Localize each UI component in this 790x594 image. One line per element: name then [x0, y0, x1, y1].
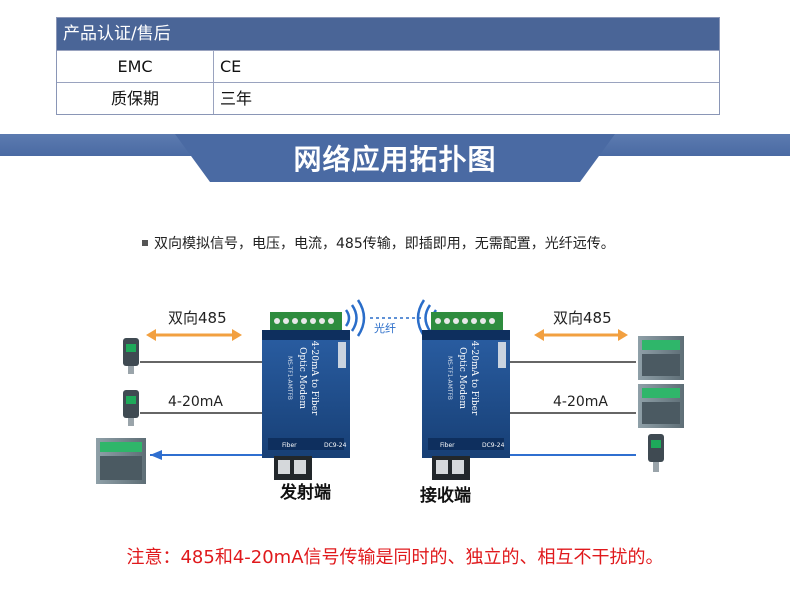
left-device-model: MS-TF1-AMTFB	[286, 356, 293, 400]
left-device-power-label: DC9-24	[324, 442, 347, 449]
right-fiber-modem	[422, 312, 510, 480]
transmitter-caption: 发射端	[280, 483, 331, 503]
plc-module-icon	[638, 384, 684, 428]
plc-module-icon	[96, 438, 146, 484]
left-fiber-modem	[262, 312, 350, 480]
right-485-label: 双向485	[553, 309, 612, 327]
right-device-power-label: DC9-24	[482, 442, 505, 449]
pressure-sensor-icon	[123, 338, 139, 374]
section-banner	[175, 134, 615, 182]
right-device-subtitle: Optic Modem	[457, 347, 467, 409]
right-device-port-label: Fiber	[440, 442, 455, 449]
note-text: 注意：485和4-20mA信号传输是同时的、独立的、相互不干扰的。	[126, 547, 664, 568]
left-420-label: 4-20mA	[168, 394, 223, 410]
spec-value: 三年	[220, 89, 253, 108]
spec-row-emc: EMC CE	[57, 50, 719, 82]
right-device-model: MS-TF1-AMTFB	[446, 356, 453, 400]
left-device-port-label: Fiber	[282, 442, 297, 449]
left-485-arrow	[146, 329, 242, 341]
plc-module-icon	[638, 336, 684, 380]
pressure-sensor-icon	[648, 434, 664, 472]
left-blue-arrowhead	[150, 450, 162, 460]
spec-row-warranty: 质保期 三年	[57, 82, 719, 114]
right-device-label-group: 4-20mA to Fiber Optic Modem MS-TF1-AMTFB	[446, 341, 479, 416]
spec-key: EMC	[57, 51, 214, 82]
right-485-arrow	[534, 329, 628, 341]
wireless-signal-icon	[344, 299, 366, 337]
left-device-subtitle: Optic Modem	[297, 347, 307, 409]
feature-line: 双向模拟信号，电压，电流，485传输，即插即用，无需配置，光纤远传。	[142, 233, 615, 253]
topology-diagram: 双向485 4-20mA 4-	[96, 299, 684, 484]
spec-value: CE	[220, 57, 242, 76]
right-420-label: 4-20mA	[553, 394, 608, 410]
fiber-link-label: 光纤	[374, 321, 396, 335]
feature-text: 双向模拟信号，电压，电流，485传输，即插即用，无需配置，光纤远传。	[154, 236, 615, 252]
spec-table: 产品认证/售后 EMC CE 质保期 三年	[56, 17, 720, 115]
bullet-icon	[142, 240, 148, 246]
receiver-caption: 接收端	[420, 486, 471, 506]
left-485-label: 双向485	[168, 309, 227, 327]
spec-key: 质保期	[57, 83, 214, 114]
pressure-sensor-icon	[123, 390, 139, 426]
right-device-title: 4-20mA to Fiber	[469, 341, 479, 416]
left-device-title: 4-20mA to Fiber	[309, 341, 319, 416]
spec-table-header: 产品认证/售后	[57, 18, 719, 50]
left-device-label-group: 4-20mA to Fiber Optic Modem MS-TF1-AMTFB	[286, 341, 319, 416]
section-title: 网络应用拓扑图	[293, 143, 497, 176]
